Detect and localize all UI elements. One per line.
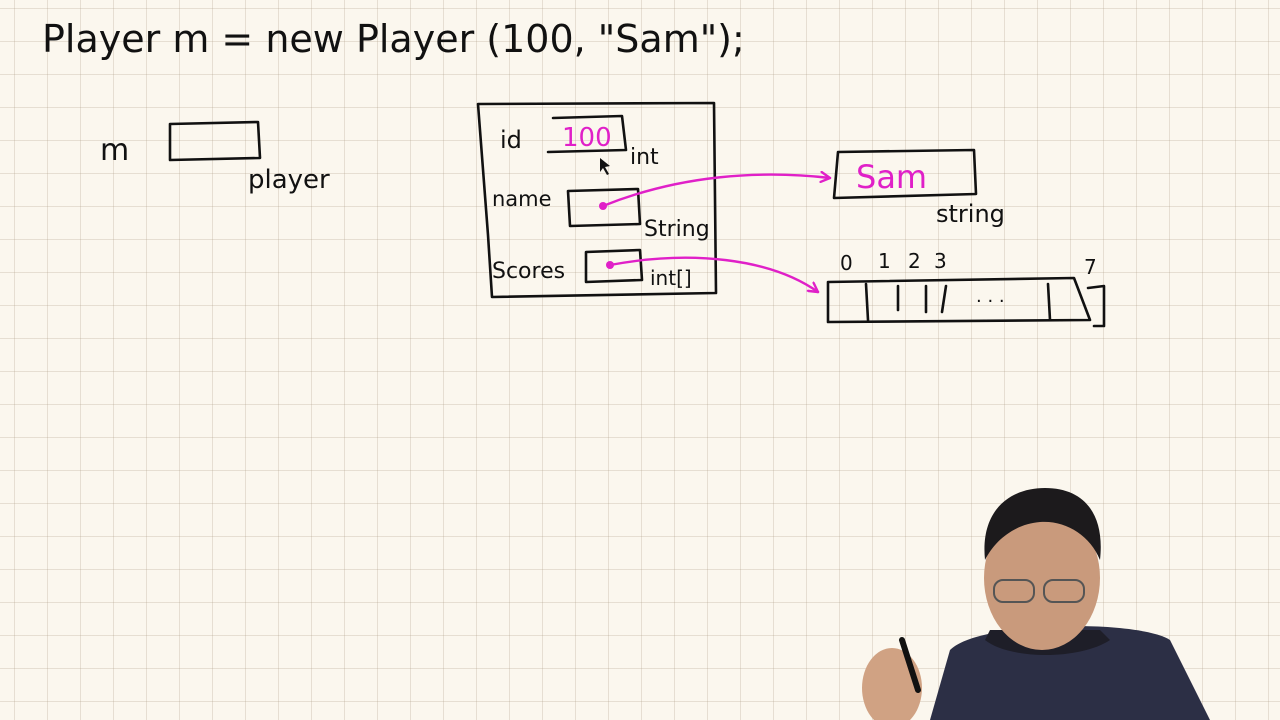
string-object-value: Sam [856,158,927,196]
presenter-hand [862,648,922,720]
mouse-cursor-icon [600,158,610,175]
presenter-glasses-left [993,579,1035,603]
scores-pointer-arrow [608,256,820,294]
field-scores-box [584,248,644,284]
array-index-last: 7 [1084,255,1097,279]
field-id-box [546,114,628,154]
presenter-face [984,506,1100,650]
field-id-type: int [630,145,659,170]
presenter-sweater [930,626,1210,720]
name-pointer-arrow [601,175,832,208]
array-divider-last [1046,282,1052,322]
field-scores-label: Scores [492,259,565,284]
field-id-label: id [500,126,522,154]
field-id-value: 100 [562,123,612,153]
array-divider-1 [864,282,870,322]
string-object-type: string [936,200,1005,228]
variable-name-m: m [100,133,129,168]
array-ellipsis: . . . [976,286,1005,307]
field-name-type: String [644,217,710,242]
array-box [826,276,1092,324]
array-index-0: 0 [840,251,853,275]
array-index-1: 1 [878,249,891,273]
code-line: Player m = new Player (100, "Sam"); [42,17,745,61]
player-object-box [476,101,718,299]
array-index-2: 2 [908,249,921,273]
field-name-label: name [492,187,552,211]
string-object-box [832,148,978,200]
field-scores-type: int[] [650,266,692,290]
presenter-glasses-right [1043,579,1085,603]
array-divider-4 [940,284,948,314]
field-name-box [566,187,642,228]
presenter-figure [862,488,1210,720]
array-end-bracket [1086,284,1106,328]
presenter-hair [984,488,1101,560]
variable-type-label: player [248,165,330,195]
marker-pen-icon [899,637,921,693]
variable-m-box [168,120,262,162]
array-index-3: 3 [934,249,947,273]
